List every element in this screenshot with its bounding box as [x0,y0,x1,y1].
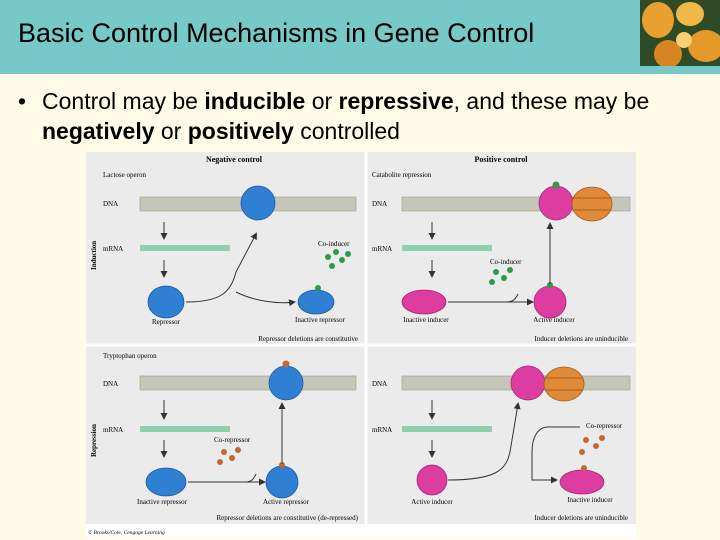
rna-polymerase [543,366,585,402]
rna-polymerase [571,186,613,222]
panel-title: Tryptophan operon [103,352,157,360]
co-repressor-molecules [579,435,605,455]
bound-co-inducer [547,282,553,288]
corner-photo [640,0,720,74]
dna-bar [139,375,357,391]
effector-label: Co-repressor [214,436,251,444]
co-repressor-molecules [217,447,241,465]
dna-label: DNA [103,380,118,388]
arrow [185,232,257,303]
effector-label: Co-inducer [490,258,522,266]
active-repressor-bound [268,365,304,401]
repressor-bound [240,185,276,221]
inactive-inducer-protein [559,469,605,495]
panel-footer: Inducer deletions are uninducible [535,335,629,343]
gene-control-figure: Negative control Positive control Induct… [86,152,636,538]
panel-footer: Inducer deletions are uninducible [535,514,629,522]
inactive-repressor-protein [297,289,335,315]
mrna-label: mRNA [103,426,123,434]
bullet-text-part: controlled [293,118,400,144]
panel-title: Catabolite repression [372,171,432,179]
panel-footer: Repressor deletions are constitutive (de… [216,514,358,522]
col-header-negative: Negative control [206,155,263,164]
bound-co-repressor [581,465,587,471]
col-header-positive: Positive control [475,155,529,164]
bound-co-inducer [552,181,560,189]
arrow [235,291,296,307]
bullet-text: Control may be inducible or repressive, … [42,86,708,146]
left-label: Active inducer [411,498,453,506]
bound-co-repressor [282,360,290,368]
active-inducer-protein [416,464,448,496]
row-label-induction: Induction [90,241,98,270]
right-label: Inactive inducer [567,496,613,504]
right-label: Active inducer [533,316,575,324]
bullet-text-part: Control may be [42,88,205,114]
left-label: Inactive repressor [137,498,188,506]
co-inducer-molecules [489,267,513,285]
panel-positive-induction: Catabolite repression DNA mRNA Inactive … [372,171,631,343]
active-repressor-protein [265,465,299,499]
left-label: Inactive inducer [403,316,449,324]
inactive-repressor-protein [145,467,187,497]
mrna-bar [140,245,230,251]
right-label: Inactive repressor [295,316,346,324]
panel-footer: Repressor deletions are constitutive [258,335,358,343]
bullet-bold-inducible: inducible [204,88,306,114]
bullet-text-part: or [305,88,339,114]
bullet-bold-repressive: repressive [338,88,454,114]
bullet-marker: • [18,88,27,114]
co-inducer-molecules [325,249,351,269]
active-inducer-bound [538,185,574,221]
figure-credit: © Brooks/Cole, Cengage Learning [88,529,165,536]
active-inducer-bound [510,365,546,401]
left-label: Repressor [152,318,181,326]
dna-label: DNA [372,200,387,208]
bullet-point: • Control may be inducible or repressive… [18,86,708,146]
dna-label: DNA [372,380,387,388]
panel-title: Lactose operon [103,171,146,179]
panel-positive-repression: DNA mRNA Active inducer Co-repressor Ina… [372,365,631,522]
row-label-repression: Repression [90,424,98,457]
arrow [531,426,580,484]
bullet-text-part: or [154,118,188,144]
active-inducer-protein [533,285,567,319]
right-label: Active repressor [263,498,310,506]
dna-label: DNA [103,200,118,208]
mrna-label: mRNA [372,426,392,434]
repressor-protein [147,285,185,319]
title-bar: Basic Control Mechanisms in Gene Control [0,0,720,74]
panel-negative-repression: Tryptophan operon DNA mRNA Inactive repr… [103,352,359,522]
mrna-label: mRNA [372,245,392,253]
panel-negative-induction: Lactose operon DNA mRNA Repressor Co-ind… [103,171,358,343]
mrna-bar [402,245,492,251]
mrna-label: mRNA [103,245,123,253]
mrna-bar [402,426,492,432]
mrna-bar [140,426,230,432]
bullet-bold-negatively: negatively [42,118,155,144]
bound-co-inducer [315,285,321,291]
slide-title: Basic Control Mechanisms in Gene Control [18,18,535,48]
arrow [447,402,521,481]
bullet-bold-positively: positively [187,118,294,144]
effector-label: Co-repressor [586,422,623,430]
bullet-text-part: , and these may be [453,88,650,114]
inactive-inducer-protein [401,289,447,315]
bound-co-repressor [279,462,285,468]
effector-label: Co-inducer [318,240,350,248]
